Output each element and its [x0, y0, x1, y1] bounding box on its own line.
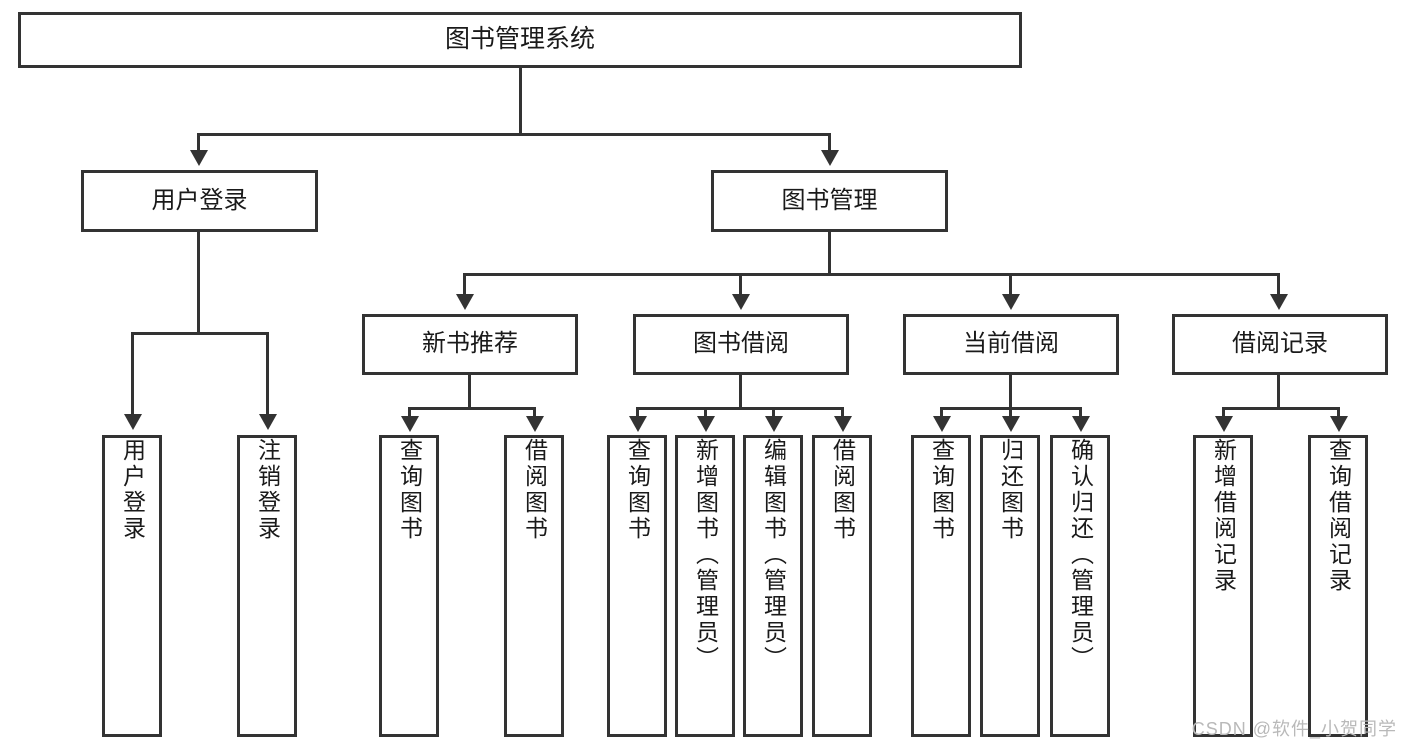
node-borrow-record[interactable]: 借阅记录 — [1172, 314, 1388, 375]
arrow-new-book-to-leaf-1 — [401, 416, 419, 432]
arrow-borrow-record-to-leaf-2 — [1330, 416, 1348, 432]
leaf-user-login-logout[interactable]: 注销登录 — [237, 435, 297, 737]
arrow-root-to-book-management — [821, 150, 839, 166]
connector-current-borrow-to-leaf-3 — [1079, 407, 1082, 419]
connector-book-borrow-to-leaf-2 — [704, 407, 707, 419]
leaf-label: 新增借阅记录 — [1210, 438, 1237, 594]
connector-new-book-to-leaf-1 — [408, 407, 411, 419]
leaf-label: 查询图书 — [396, 438, 423, 542]
connector-new-book-to-leaf-2 — [533, 407, 536, 419]
leaf-current-borrow-query-book[interactable]: 查询图书 — [911, 435, 971, 737]
connector-root-to-book-management — [828, 133, 831, 153]
leaf-book-borrow-add-book-admin[interactable]: 新增图书（管理员） — [675, 435, 735, 737]
leaf-borrow-record-query-record[interactable]: 查询借阅记录 — [1308, 435, 1368, 737]
arrow-book-borrow-to-leaf-2 — [697, 416, 715, 432]
connector-current-borrow-to-leaf-2 — [1009, 407, 1012, 419]
leaf-label: 借阅图书 — [521, 438, 548, 542]
connector-book-borrow-stem — [739, 375, 742, 409]
arrow-bm-to-current-borrow — [1002, 294, 1020, 310]
arrow-current-borrow-to-leaf-2 — [1002, 416, 1020, 432]
connector-bm-to-book-borrow — [739, 273, 742, 297]
connector-book-borrow-to-leaf-3 — [772, 407, 775, 419]
connector-user-login-to-leaf-2 — [266, 332, 269, 417]
node-user-login[interactable]: 用户登录 — [81, 170, 318, 232]
connector-book-borrow-to-leaf-1 — [636, 407, 639, 419]
arrow-book-borrow-to-leaf-4 — [834, 416, 852, 432]
leaf-label: 编辑图书（管理员） — [760, 438, 787, 672]
arrow-current-borrow-to-leaf-1 — [933, 416, 951, 432]
connector-user-login-to-leaf-1 — [131, 332, 134, 417]
connector-bm-to-borrow-record — [1277, 273, 1280, 297]
arrow-user-login-to-leaf-2 — [259, 414, 277, 430]
arrow-root-to-user-login — [190, 150, 208, 166]
arrow-book-borrow-to-leaf-3 — [765, 416, 783, 432]
leaf-label: 查询图书 — [624, 438, 651, 542]
arrow-current-borrow-to-leaf-3 — [1072, 416, 1090, 432]
node-label: 借阅记录 — [1232, 330, 1328, 358]
connector-user-login-bar — [131, 332, 268, 335]
leaf-book-borrow-borrow-book[interactable]: 借阅图书 — [812, 435, 872, 737]
leaf-current-borrow-return-book[interactable]: 归还图书 — [980, 435, 1040, 737]
connector-book-management-bar — [463, 273, 1280, 276]
node-label: 当前借阅 — [963, 330, 1059, 358]
node-label: 用户登录 — [151, 186, 248, 214]
connector-user-login-stem — [197, 232, 200, 334]
leaf-label: 确认归还（管理员） — [1067, 438, 1094, 672]
connector-bm-to-new-book — [463, 273, 466, 297]
leaf-book-borrow-edit-book-admin[interactable]: 编辑图书（管理员） — [743, 435, 803, 737]
arrow-bm-to-new-book — [456, 294, 474, 310]
connector-borrow-record-to-leaf-2 — [1337, 407, 1340, 419]
leaf-label: 归还图书 — [997, 438, 1024, 542]
connector-current-borrow-to-leaf-1 — [940, 407, 943, 419]
arrow-user-login-to-leaf-1 — [124, 414, 142, 430]
leaf-label: 新增图书（管理员） — [692, 438, 719, 672]
connector-borrow-record-to-leaf-1 — [1222, 407, 1225, 419]
arrow-bm-to-borrow-record — [1270, 294, 1288, 310]
node-book-borrow[interactable]: 图书借阅 — [633, 314, 849, 375]
node-label: 图书借阅 — [693, 330, 789, 358]
connector-current-borrow-stem — [1009, 375, 1012, 409]
connector-bm-to-current-borrow — [1009, 273, 1012, 297]
leaf-book-borrow-query-book[interactable]: 查询图书 — [607, 435, 667, 737]
connector-new-book-bar — [408, 407, 536, 410]
leaf-label: 查询借阅记录 — [1325, 438, 1352, 594]
node-current-borrow[interactable]: 当前借阅 — [903, 314, 1119, 375]
node-new-book-recommend[interactable]: 新书推荐 — [362, 314, 578, 375]
leaf-new-book-borrow-book[interactable]: 借阅图书 — [504, 435, 564, 737]
leaf-label: 借阅图书 — [829, 438, 856, 542]
arrow-borrow-record-to-leaf-1 — [1215, 416, 1233, 432]
leaf-label: 查询图书 — [928, 438, 955, 542]
leaf-borrow-record-add-record[interactable]: 新增借阅记录 — [1193, 435, 1253, 737]
connector-new-book-stem — [468, 375, 471, 409]
connector-book-borrow-to-leaf-4 — [841, 407, 844, 419]
node-label: 图书管理系统 — [444, 25, 595, 54]
connector-root-split-bar — [197, 133, 831, 136]
connector-borrow-record-stem — [1277, 375, 1280, 409]
arrow-bm-to-book-borrow — [732, 294, 750, 310]
node-label: 图书管理 — [781, 186, 878, 214]
connector-borrow-record-bar — [1222, 407, 1340, 410]
leaf-label: 用户登录 — [119, 438, 146, 542]
leaf-current-borrow-confirm-return-admin[interactable]: 确认归还（管理员） — [1050, 435, 1110, 737]
leaf-label: 注销登录 — [254, 438, 281, 542]
arrow-new-book-to-leaf-2 — [526, 416, 544, 432]
node-book-management[interactable]: 图书管理 — [711, 170, 948, 232]
arrow-book-borrow-to-leaf-1 — [629, 416, 647, 432]
connector-book-management-stem — [828, 232, 831, 275]
connector-book-borrow-bar — [636, 407, 844, 410]
leaf-new-book-query-book[interactable]: 查询图书 — [379, 435, 439, 737]
connector-root-to-user-login — [197, 133, 200, 153]
node-label: 新书推荐 — [422, 330, 518, 358]
connector-root-stem-main — [519, 68, 522, 135]
leaf-user-login-login[interactable]: 用户登录 — [102, 435, 162, 737]
node-root-book-management-system[interactable]: 图书管理系统 — [18, 12, 1022, 68]
